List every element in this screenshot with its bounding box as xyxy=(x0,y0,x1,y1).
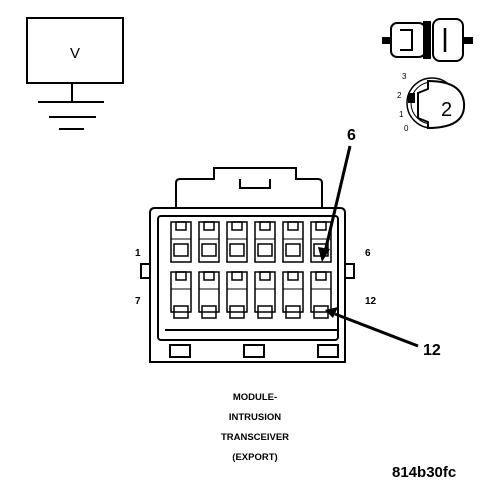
pin-cavity-7 xyxy=(170,271,192,319)
caption-line-2: INTRUSION xyxy=(228,412,282,423)
pin-cavity-3 xyxy=(226,221,248,263)
voltmeter-label: V xyxy=(70,45,80,62)
key-number-label: 2 xyxy=(441,99,452,121)
figure-code: 814b30fc xyxy=(392,464,457,481)
callout-label-12: 12 xyxy=(423,342,441,359)
pin-label-1: 1 xyxy=(135,248,141,259)
pin-label-6: 6 xyxy=(365,248,371,259)
caption-line-3: TRANSCEIVER xyxy=(220,432,290,443)
pin-cavity-11 xyxy=(282,271,304,319)
connector-mating-icon xyxy=(382,18,473,62)
key-position-3: 3 xyxy=(402,72,407,81)
pin-label-7: 7 xyxy=(135,296,141,307)
voltmeter-box xyxy=(26,17,124,84)
pin-cavity-9 xyxy=(226,271,248,319)
callout-arrow-12 xyxy=(325,307,338,318)
caption-line-4: (EXPORT) xyxy=(232,452,278,463)
pin-cavity-10 xyxy=(254,271,276,319)
voltmeter xyxy=(26,17,124,130)
callout-arrow-6 xyxy=(318,247,330,262)
pin-cavity-1 xyxy=(170,221,192,263)
key-position-0: 0 xyxy=(404,124,409,133)
key-position-2: 2 xyxy=(397,91,402,100)
callout-line-6 xyxy=(323,145,352,253)
callout-line-12 xyxy=(334,312,419,348)
connector-body xyxy=(140,167,355,363)
pin-cavity-8 xyxy=(198,271,220,319)
pin-label-12: 12 xyxy=(365,296,377,307)
caption-line-1: MODULE- xyxy=(232,392,278,403)
pin-cavity-4 xyxy=(254,221,276,263)
key-position-1: 1 xyxy=(399,110,404,119)
pin-cavity-5 xyxy=(282,221,304,263)
ignition-key-icon xyxy=(406,77,466,130)
callout-label-6: 6 xyxy=(347,127,356,144)
pin-grid xyxy=(170,221,332,319)
pin-cavity-12 xyxy=(310,271,332,319)
pin-cavity-2 xyxy=(198,221,220,263)
